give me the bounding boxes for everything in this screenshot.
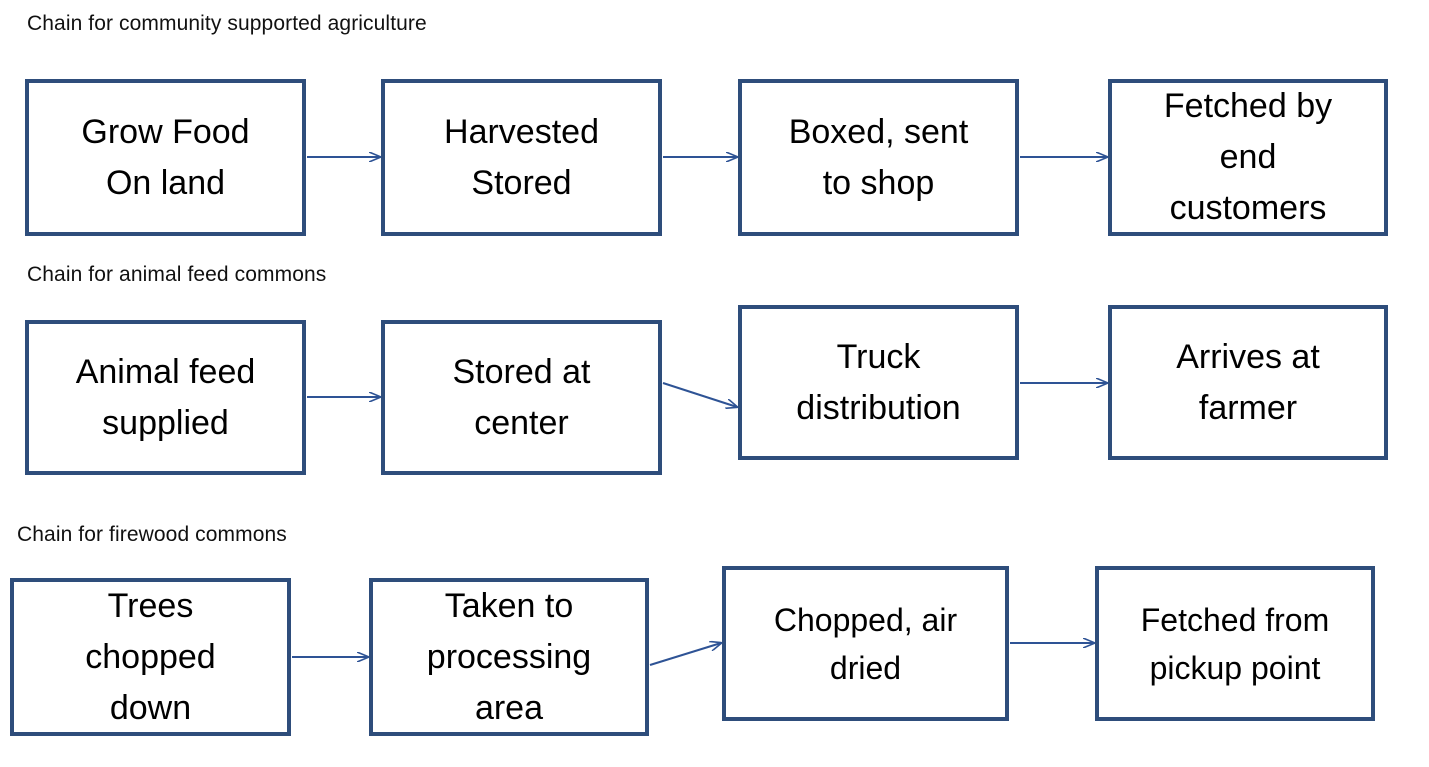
node-animal-feed-supplied[interactable]: Animal feed supplied xyxy=(25,320,306,475)
node-fetched-from-pickup-point[interactable]: Fetched from pickup point xyxy=(1095,566,1375,721)
node-label: Chopped, air dried xyxy=(773,601,958,686)
node-label: Taken to processing area xyxy=(426,586,592,727)
node-label: Grow Food On land xyxy=(81,112,250,202)
node-stored-at-center[interactable]: Stored at center xyxy=(381,320,662,475)
node-label: Animal feed supplied xyxy=(75,352,256,442)
node-label: Boxed, sent to shop xyxy=(788,112,969,202)
chain-label-animal-feed-commons: Chain for animal feed commons xyxy=(27,263,327,286)
arrow-3-2 xyxy=(649,643,721,666)
node-label: Arrives at farmer xyxy=(1176,337,1320,427)
chain-label-community-supported-agriculture: Chain for community supported agricultur… xyxy=(27,12,427,35)
node-taken-to-processing-area[interactable]: Taken to processing area xyxy=(369,578,649,736)
node-boxed-sent-to-shop[interactable]: Boxed, sent to shop xyxy=(738,79,1019,236)
node-label: Fetched from pickup point xyxy=(1140,601,1330,686)
arrow-2-2 xyxy=(662,382,737,407)
node-label: Truck distribution xyxy=(796,337,961,427)
node-label: Harvested Stored xyxy=(444,112,599,202)
chain-label-firewood-commons: Chain for firewood commons xyxy=(17,523,287,546)
node-truck-distribution[interactable]: Truck distribution xyxy=(738,305,1019,460)
node-fetched-by-end-customers[interactable]: Fetched by end customers xyxy=(1108,79,1388,236)
node-trees-chopped-down[interactable]: Trees chopped down xyxy=(10,578,291,736)
node-label: Stored at center xyxy=(452,352,591,442)
node-harvested-stored[interactable]: Harvested Stored xyxy=(381,79,662,236)
node-chopped-air-dried[interactable]: Chopped, air dried xyxy=(722,566,1009,721)
node-label: Fetched by end customers xyxy=(1163,87,1333,227)
node-arrives-at-farmer[interactable]: Arrives at farmer xyxy=(1108,305,1388,460)
node-grow-food-on-land[interactable]: Grow Food On land xyxy=(25,79,306,236)
node-label: Trees chopped down xyxy=(85,586,216,727)
